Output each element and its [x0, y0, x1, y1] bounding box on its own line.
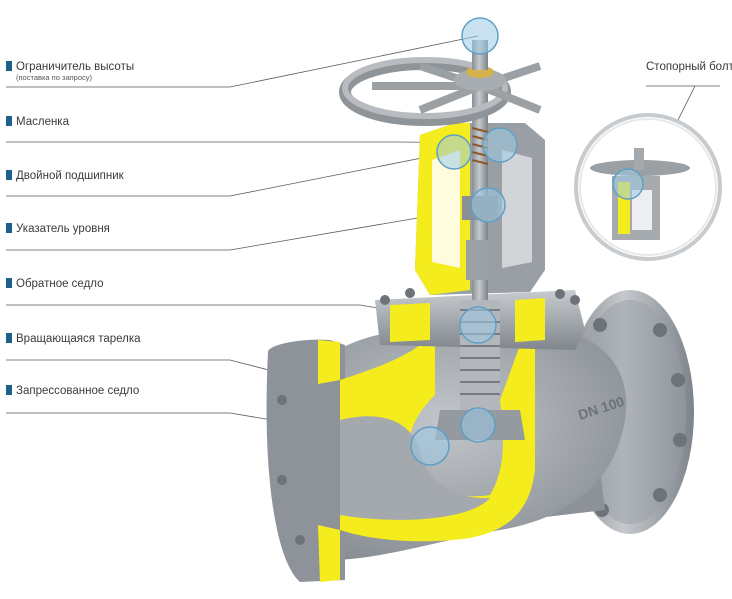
handwheel — [339, 40, 542, 126]
label-marker — [6, 223, 12, 233]
marker-pressed-seat — [410, 426, 450, 466]
inlet-flange — [266, 339, 345, 582]
label-marker — [6, 116, 12, 126]
label-stop-bolt: Стопорный болт — [646, 61, 732, 73]
label-marker — [6, 333, 12, 343]
label-oiler: Масленка — [6, 116, 69, 129]
label-marker — [6, 170, 12, 180]
label-marker — [6, 385, 12, 395]
label-pressed-seat: Запрессованное седло — [6, 385, 139, 398]
label-rotating-disc: Вращающаяся тарелка — [6, 333, 141, 346]
marker-rotating-disc — [460, 407, 496, 443]
label-marker — [6, 278, 12, 288]
leader-lines — [6, 35, 720, 447]
leader-line-double-bearing — [6, 151, 453, 197]
leader-line-level-indicator — [6, 206, 483, 251]
marker-level-indicator — [470, 187, 506, 223]
label-marker — [6, 61, 12, 71]
label-height-limiter: Ограничитель высоты (поставка по запросу… — [6, 61, 134, 82]
label-height-limiter-note: (поставка по запросу) — [16, 73, 93, 82]
marker-oiler — [482, 127, 518, 163]
label-double-bearing: Двойной подшипник — [6, 170, 124, 183]
stop-bolt-inset — [574, 113, 722, 261]
marker-height-limiter — [461, 17, 499, 55]
leader-line-height-limiter — [6, 35, 479, 88]
marker-stop-bolt — [612, 168, 644, 200]
label-back-seat: Обратное седло — [6, 278, 104, 291]
marker-double-bearing — [436, 134, 472, 170]
label-level-indicator: Указатель уровня — [6, 223, 110, 236]
highlight-markers — [410, 17, 518, 466]
marker-back-seat — [459, 306, 497, 344]
body-internal-passage — [340, 416, 490, 520]
